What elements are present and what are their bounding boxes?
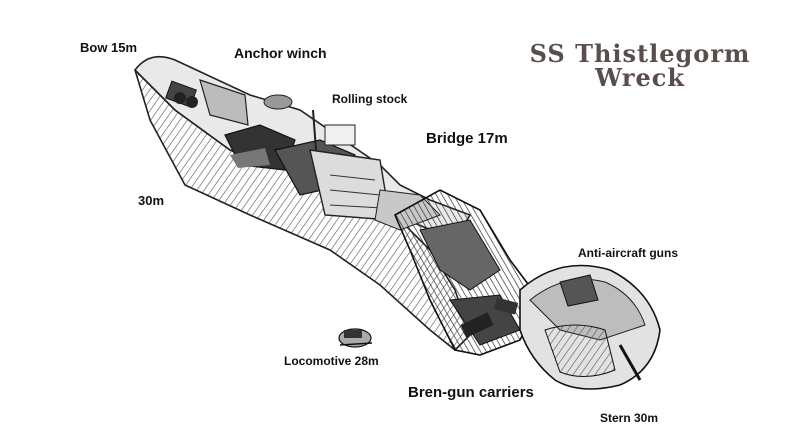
label-locomotive: Locomotive 28m xyxy=(284,354,379,368)
locomotive-illustration xyxy=(338,328,373,348)
broken-midsection xyxy=(393,189,541,356)
label-bow: Bow 15m xyxy=(80,40,138,55)
diagram-title: SS Thistlegorm Wreck xyxy=(520,42,760,90)
title-line-1: SS Thistlegorm xyxy=(529,39,751,68)
label-depth-30m: 30m xyxy=(138,193,165,208)
label-anchor-winch: Anchor winch xyxy=(234,45,327,61)
label-stern: Stern 30m xyxy=(600,411,659,425)
title-line-2: Wreck xyxy=(594,63,686,92)
label-rolling-stock: Rolling stock xyxy=(332,92,408,106)
label-bridge: Bridge 17m xyxy=(426,130,508,147)
stern-section xyxy=(519,264,661,390)
label-bren-gun-carriers: Bren-gun carriers xyxy=(408,384,534,401)
label-anti-aircraft-guns: Anti-aircraft guns xyxy=(578,246,679,260)
forward-hull xyxy=(133,55,472,352)
